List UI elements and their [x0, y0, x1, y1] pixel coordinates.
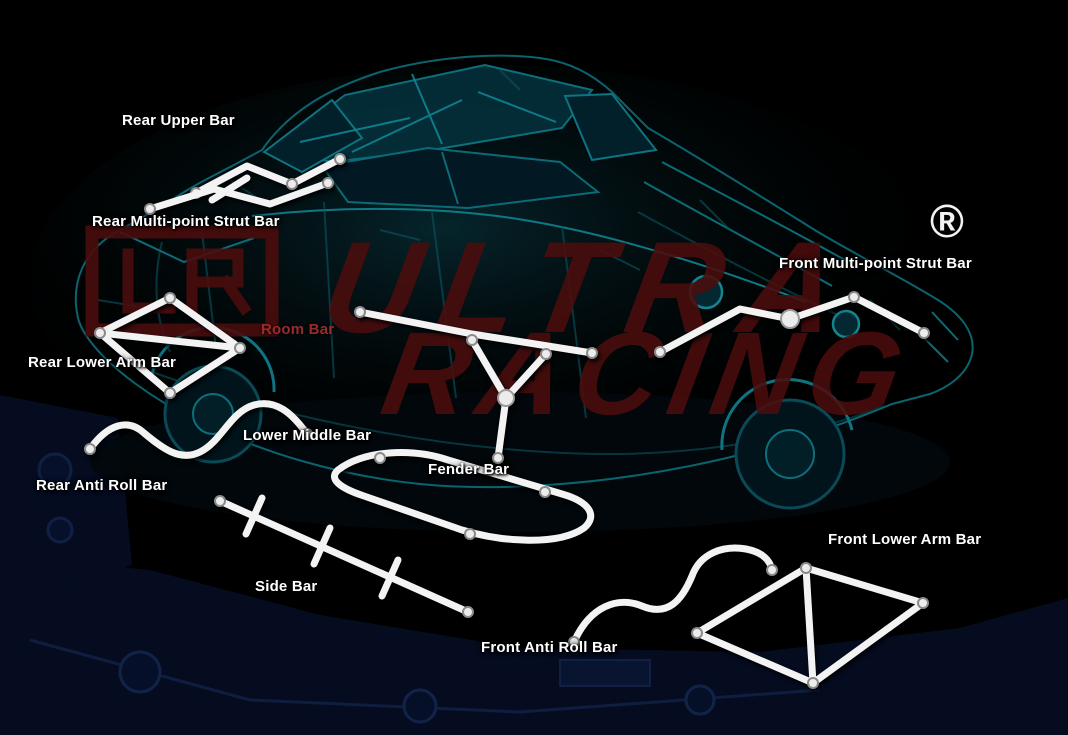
label-front-anti-roll-bar: Front Anti Roll Bar: [481, 639, 618, 656]
rear-lower-arm-bar-shape: [94, 292, 246, 399]
front-multi-point-strut-bar-shape: [654, 291, 930, 358]
front-lower-arm-bar-shape: [691, 562, 929, 689]
label-fender-bar: Fender Bar: [428, 461, 510, 478]
label-rear-multi-point-strut-bar: Rear Multi-point Strut Bar: [92, 213, 280, 230]
rear-multi-point-strut-bar-shape: [144, 177, 334, 215]
side-bar-shape: [214, 494, 474, 618]
product-bars: [84, 153, 930, 689]
watermark-line1: ULTRA: [313, 214, 870, 360]
label-rear-upper-bar: Rear Upper Bar: [122, 112, 235, 129]
ultra-racing-logo: [85, 225, 279, 337]
label-rear-anti-roll-bar: Rear Anti Roll Bar: [36, 477, 168, 494]
label-front-multi-point-strut-bar: Front Multi-point Strut Bar: [779, 255, 972, 272]
label-side-bar: Side Bar: [255, 578, 318, 595]
roof-braces: [299, 73, 557, 153]
rear-anti-roll-bar-shape: [84, 400, 313, 459]
label-room-bar: Room Bar: [261, 321, 335, 338]
fender-bar-shape: [466, 334, 552, 464]
lower-middle-bar-shape: [331, 449, 595, 544]
label-front-lower-arm-bar: Front Lower Arm Bar: [828, 531, 982, 548]
front-anti-roll-bar-shape: [568, 544, 778, 648]
car-body-wireframe: [74, 54, 974, 510]
ultra-racing-watermark: ULTRA RACING: [313, 214, 922, 440]
label-lower-middle-bar: Lower Middle Bar: [243, 427, 372, 444]
registered-trademark: ®: [930, 195, 964, 247]
label-rear-lower-arm-bar: Rear Lower Arm Bar: [28, 354, 177, 371]
